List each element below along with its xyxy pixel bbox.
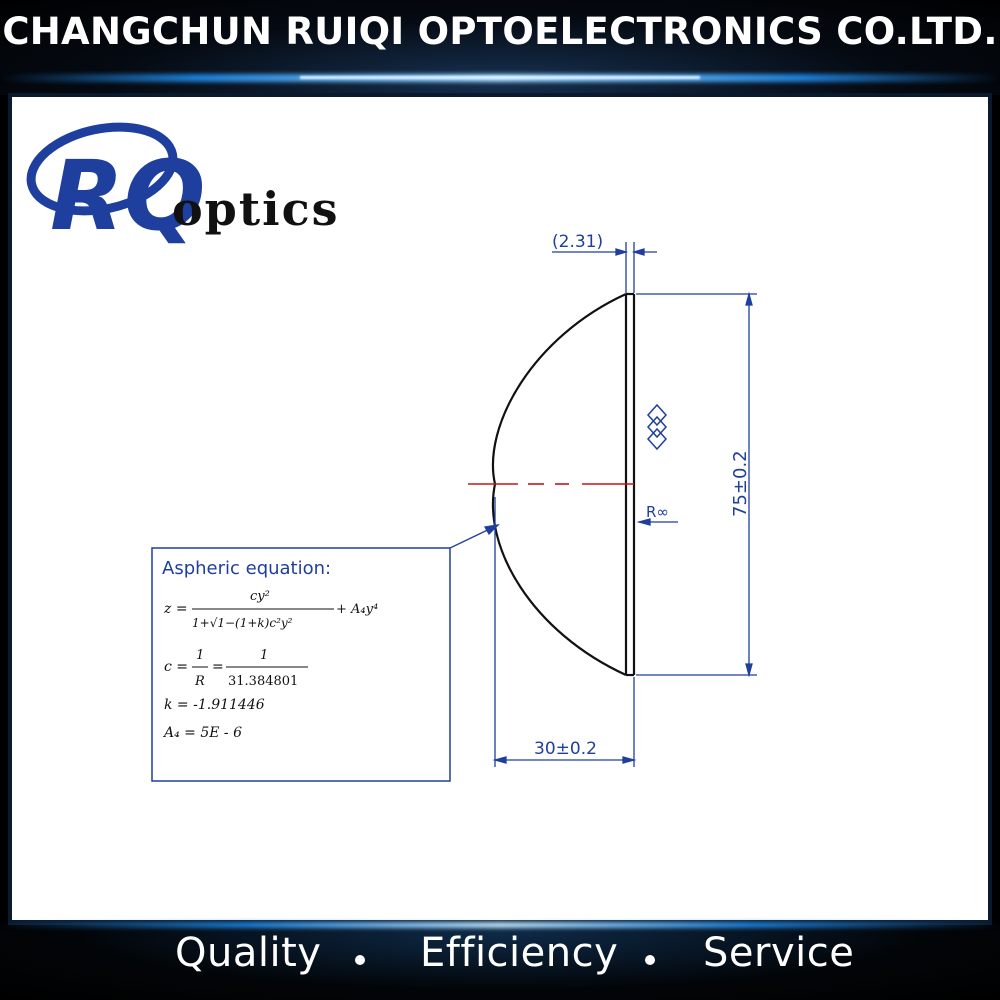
- lens-drawing: RQ optics: [26, 122, 757, 782]
- z-lhs: z =: [163, 601, 188, 617]
- edge-thickness-label: (2.31): [552, 232, 603, 252]
- footer-service: Service: [703, 930, 855, 976]
- header-bar: CHANGCHUN RUIQI OPTOELECTRONICS CO.LTD.: [0, 0, 1000, 95]
- z-numerator: cy²: [250, 589, 270, 604]
- footer-efficiency: Efficiency: [420, 930, 619, 976]
- k-value: k = -1.911446: [164, 697, 265, 713]
- dimension-lines: [447, 242, 757, 767]
- logo-swoosh: [26, 122, 178, 216]
- center-thickness-label: 30±0.2: [534, 739, 597, 759]
- flat-radius-label: R∞: [646, 503, 669, 521]
- footer-dot-2: [645, 955, 655, 965]
- equation-title: Aspheric equation:: [162, 558, 331, 579]
- logo-mark: RQ: [50, 140, 206, 252]
- c-denominator-2: 31.384801: [228, 674, 298, 689]
- drawing-canvas: RQ optics: [12, 97, 988, 920]
- footer-quality: Quality: [175, 930, 322, 976]
- z-denominator: 1+√1−(1+k)c²y²: [192, 616, 293, 630]
- header-glow-core: [300, 76, 700, 79]
- equation-box: Aspheric equation: z = cy² 1+√1−(1+k)c²y…: [151, 547, 451, 782]
- company-title: CHANGCHUN RUIQI OPTOELECTRONICS CO.LTD.: [2, 10, 998, 53]
- c-equals: =: [212, 659, 224, 675]
- footer-dot-1: [355, 955, 365, 965]
- a4-value: A₄ = 5E - 6: [162, 725, 242, 741]
- c-numerator-2: 1: [260, 648, 268, 663]
- diameter-label: 75±0.2: [730, 450, 751, 517]
- logo-wordmark: optics: [172, 182, 339, 236]
- footer-bar: Quality Efficiency Service: [0, 922, 1000, 1000]
- c-denominator: R: [194, 674, 205, 689]
- footer-glow-line: [0, 922, 1000, 928]
- company-logo: RQ optics: [26, 122, 339, 252]
- surface-finish-symbol: [646, 403, 668, 451]
- c-lhs: c =: [164, 659, 188, 675]
- z-term: + A₄y⁴: [336, 602, 378, 617]
- c-numerator: 1: [196, 648, 204, 663]
